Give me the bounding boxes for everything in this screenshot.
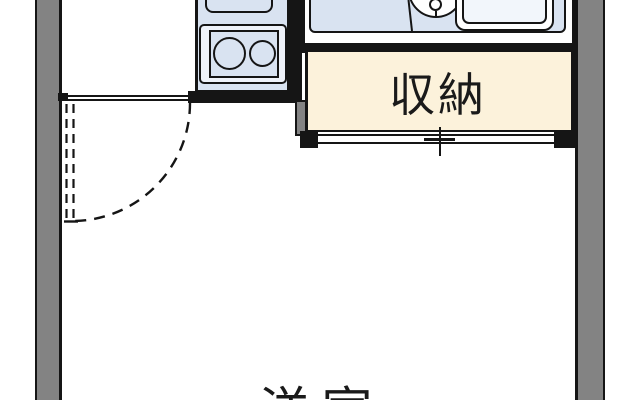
closet-sliding-door-overlap: [424, 138, 455, 141]
sink-drain-icon: [429, 0, 442, 11]
door-jamb-left: [58, 93, 68, 101]
wall-left: [35, 0, 62, 400]
closet-sliding-door-center-tick: [439, 127, 441, 156]
entry-door-swing-arc-icon: [71, 102, 192, 223]
wall-right: [575, 0, 605, 400]
closet-wall-right: [571, 46, 578, 148]
closet-sliding-door-rail-top: [316, 134, 556, 136]
closet-sliding-door-rail-bottom: [316, 142, 556, 144]
stove-burner-right-icon: [249, 40, 276, 67]
closet: [305, 52, 571, 132]
wall-kitchen-divider: [289, 0, 302, 103]
door-opening-line-bottom: [62, 99, 188, 101]
kitchen-appliance: [205, 0, 273, 13]
sink-drain-tick: [435, 11, 437, 17]
door-opening-line-top: [62, 95, 188, 97]
closet-door-jamb-right: [554, 131, 578, 148]
closet-wall-top: [302, 46, 578, 53]
closet-door-jamb-left: [300, 131, 318, 148]
closet-label: 収納: [389, 68, 487, 122]
stove-burner-left-icon: [213, 37, 246, 70]
wall-entry-partition: [188, 93, 302, 103]
room-label: 洋室: [259, 384, 385, 400]
drainer-rack-inner: [462, 0, 547, 24]
wall-entry-partition-end: [188, 91, 196, 103]
